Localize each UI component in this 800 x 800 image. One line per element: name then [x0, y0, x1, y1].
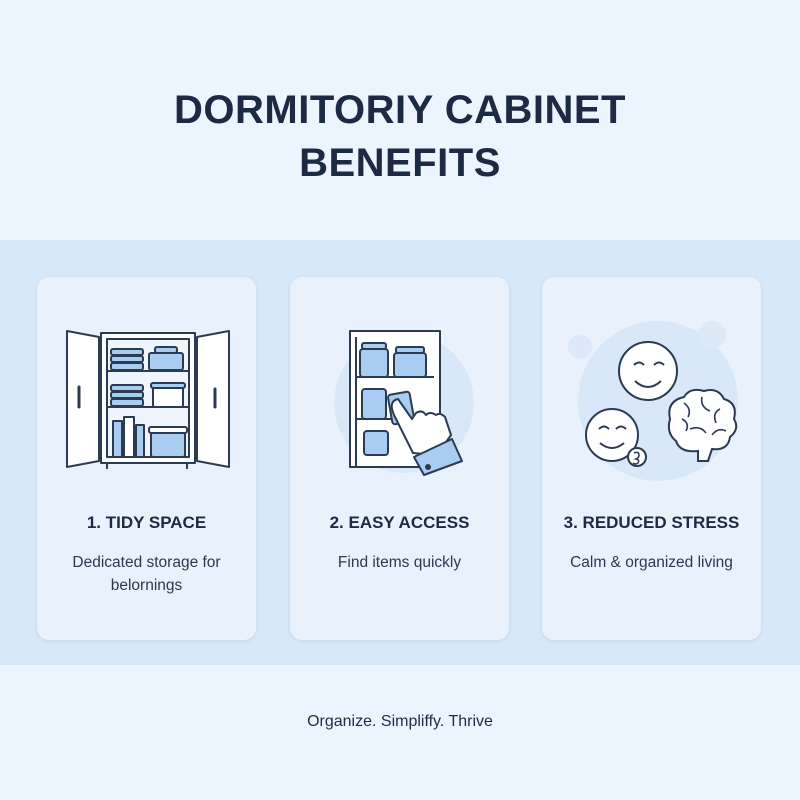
page-title-line2: BENEFITS	[299, 141, 501, 185]
header: DORMITORIY CABINET BENEFITS	[0, 0, 800, 240]
card-description: Calm & organized living	[570, 554, 733, 571]
benefit-card-easy-access: 2. EASY ACCESS Find items quickly	[290, 277, 509, 640]
footer-tagline: Organize. Simpliffy. Thrive	[307, 713, 493, 730]
smiley-brain-icon	[568, 321, 738, 481]
card-title: 1. TIDY SPACE	[86, 513, 207, 532]
card-description: Dedicated storage for belornings	[72, 554, 221, 594]
card-title: 2. EASY ACCESS	[329, 513, 470, 532]
page-title-line1: DORMITORIY CABINET	[174, 88, 626, 132]
footer	[0, 665, 800, 800]
card-title: 3. REDUCED STRESS	[563, 513, 740, 532]
card-description: Find items quickly	[337, 554, 462, 571]
cabinet-icon	[66, 330, 230, 469]
benefit-card-tidy-space: 1. TIDY SPACE Dedicated storage for belo…	[37, 277, 256, 640]
hand-reaching-shelf-icon	[334, 330, 474, 476]
benefit-card-reduced-stress: 3. REDUCED STRESS Calm & organized livin…	[542, 277, 761, 640]
